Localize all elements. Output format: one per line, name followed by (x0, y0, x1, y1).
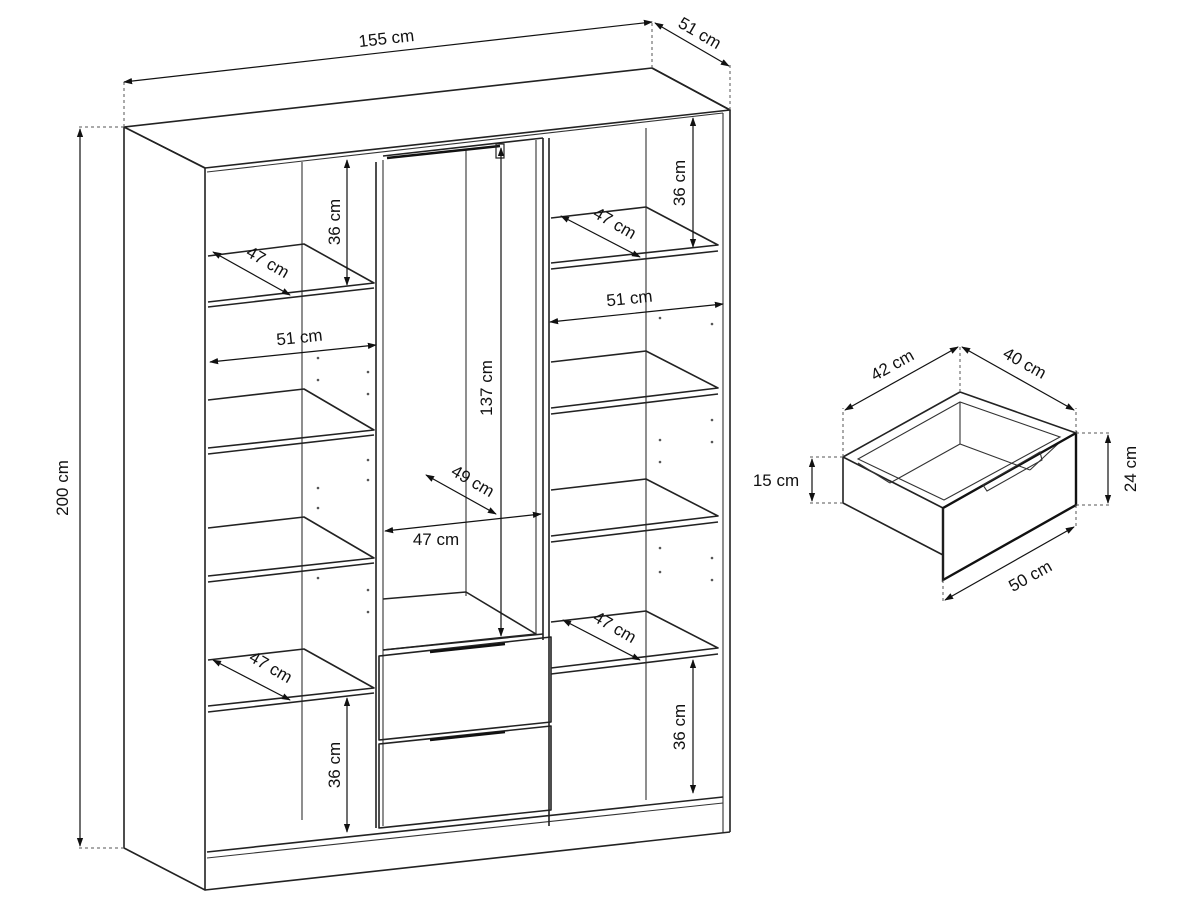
overall-height-dimension: 200 cm (53, 126, 124, 849)
right-shelf-2 (550, 350, 719, 415)
right-bottom-height-dimension: 36 cm (670, 659, 697, 794)
drawer-width-dimension: 42 cm (842, 344, 961, 457)
right-top-shelf-depth-dimension: 47 cm (560, 203, 641, 258)
right-top-height-dimension: 36 cm (670, 117, 697, 248)
overall-height-label: 200 cm (53, 460, 72, 516)
left-top-shelf-depth-dimension: 47 cm (212, 242, 293, 296)
drawer-front-width-label: 50 cm (1005, 557, 1055, 596)
right-compartment (548, 128, 719, 826)
right-top-height-label: 36 cm (670, 160, 689, 206)
left-inner-width-label: 51 cm (275, 326, 323, 350)
middle-depth-label: 49 cm (448, 461, 498, 501)
drawer-inner-height-label: 15 cm (753, 471, 799, 490)
left-top-height-label: 36 cm (325, 199, 344, 245)
right-shelf-pin-holes (658, 316, 714, 582)
overall-width-dimension: 155 cm (123, 19, 653, 127)
drawer-front-lower (378, 725, 552, 829)
right-shelf-3 (550, 478, 719, 543)
left-shelf-1 (207, 243, 375, 308)
left-shelf-pin-holes (316, 356, 370, 614)
left-shelf-2 (207, 388, 375, 455)
left-shelf-4 (207, 648, 375, 713)
overall-depth-dimension: 51 cm (654, 13, 731, 110)
drawer-detail: 42 cm 40 cm 15 cm 24 cm 50 cm (753, 344, 1140, 602)
drawer-box (842, 391, 1078, 583)
left-shelf-3 (207, 516, 375, 583)
right-inner-width-dimension: 51 cm (549, 287, 724, 325)
left-bottom-height-label: 36 cm (325, 742, 344, 788)
middle-height-label: 137 cm (477, 360, 496, 416)
left-inner-width-dimension: 51 cm (209, 326, 377, 365)
wardrobe-dimensions: 155 cm 51 cm 200 cm 36 cm 47 cm 51 cm (53, 13, 731, 849)
middle-height-dimension: 137 cm (477, 147, 505, 637)
middle-width-label: 47 cm (413, 530, 459, 549)
drawer-inner-height-dimension: 15 cm (753, 456, 843, 504)
left-bottom-height-dimension: 36 cm (325, 697, 351, 833)
drawer-front-width-dimension: 50 cm (942, 505, 1077, 602)
right-inner-width-label: 51 cm (605, 287, 653, 311)
drawer-width-label: 42 cm (867, 346, 917, 385)
drawer-depth-dimension: 40 cm (961, 344, 1077, 433)
overall-depth-label: 51 cm (675, 13, 725, 53)
drawer-front-upper (378, 636, 552, 741)
left-low-shelf-depth-dimension: 47 cm (212, 647, 296, 701)
wardrobe (123, 67, 731, 891)
drawer-front-height-label: 24 cm (1121, 446, 1140, 492)
middle-width-dimension: 47 cm (384, 511, 542, 549)
drawer-front-height-dimension: 24 cm (1076, 432, 1140, 506)
overall-width-label: 155 cm (358, 26, 416, 51)
middle-depth-dimension: 49 cm (425, 461, 498, 515)
right-low-shelf-depth-dimension: 47 cm (562, 607, 641, 661)
right-bottom-height-label: 36 cm (670, 704, 689, 750)
left-compartment (207, 160, 384, 828)
left-top-height-dimension: 36 cm (325, 159, 351, 286)
middle-compartment (378, 137, 552, 829)
drawer-depth-label: 40 cm (1000, 344, 1050, 383)
